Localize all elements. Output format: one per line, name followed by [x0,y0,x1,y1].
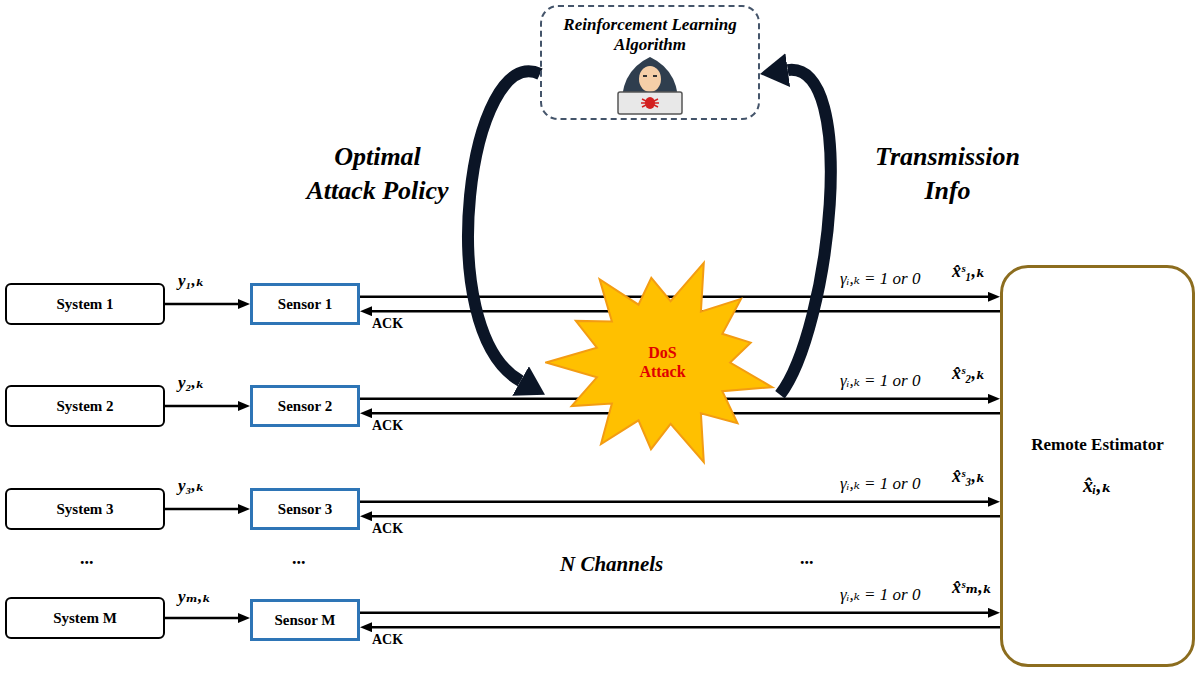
edge-label: Optimal Attack Policy [300,140,455,208]
face-shape [639,66,661,92]
edge-label: Transmission Info [860,140,1035,208]
node-text: System M [53,610,117,627]
system-box: System 3 [5,488,165,530]
channel-arrow [360,612,988,615]
channel-count-label: N Channels [560,552,663,577]
channel-state-label: γᵢ,ₖ = 1 or 0 [840,473,920,494]
channel-arrow [372,626,1000,629]
sensor-box: Sensor M [250,599,360,641]
channel-arrow [165,405,238,408]
eye-shape [653,75,657,77]
node-text: Sensor 2 [278,398,332,415]
edge-label: y₃,ₖ [178,475,205,496]
node-text: System 2 [56,398,113,415]
edge-label: x̂ˢ₃,ₖ [952,465,985,487]
ellipsis-label: ... [80,548,94,569]
edge-label: x̂ˢ₂,ₖ [952,362,985,384]
channel-arrow [372,515,1000,518]
channel-state-label: γᵢ,ₖ = 1 or 0 [840,370,920,391]
sensor-box: Sensor 2 [250,385,360,427]
channel-state-label: γᵢ,ₖ = 1 or 0 [840,584,920,605]
eye-shape [643,75,647,77]
curved-arrow [780,70,831,395]
curved-arrow [468,71,540,381]
hacker-icon [618,57,682,114]
sensor-box: Sensor 3 [250,488,360,530]
edge-label: x̂ˢ₁,ₖ [952,260,985,282]
edge-label: ACK [372,632,403,648]
edge-label: ACK [372,418,403,434]
node-text: System 3 [56,501,113,518]
node-text: Sensor 1 [278,296,332,313]
laptop-shape [618,92,682,114]
bug-body [645,97,655,109]
channel-arrow [360,501,988,504]
channel-arrow [165,508,238,511]
channel-arrow [165,303,238,306]
channel-state-label: γᵢ,ₖ = 1 or 0 [840,268,920,289]
node-text: Sensor M [275,612,336,629]
edge-label: ACK [372,316,403,332]
edge-label: y₁,ₖ [178,270,205,291]
node-text: System 1 [56,296,113,313]
edge-label: y₂,ₖ [178,372,205,393]
edge-label: yₘ,ₖ [178,586,211,607]
system-box: System 1 [5,283,165,325]
node-text: Remote Estimator [1031,435,1164,455]
algorithm-box: Reinforcement Learning Algorithm [540,5,760,120]
node-text: DoS Attack [628,344,698,381]
burst-shape [546,263,772,462]
node-text: x̂ᵢ,ₖ [1083,473,1112,497]
edge-label: ACK [372,521,403,537]
edge-label: x̂ˢₘ,ₖ [952,576,992,598]
system-box: System 2 [5,385,165,427]
attack-burst: DoS Attack [545,255,780,470]
node-text: Sensor 3 [278,501,332,518]
estimator-box: Remote Estimator x̂ᵢ,ₖ [1000,265,1195,667]
node-text: Reinforcement Learning Algorithm [548,15,752,56]
sensor-box: Sensor 1 [250,283,360,325]
system-box: System M [5,597,165,639]
ellipsis-label: ... [800,548,814,569]
channel-arrow [165,617,238,620]
ellipsis-label: ... [292,548,306,569]
